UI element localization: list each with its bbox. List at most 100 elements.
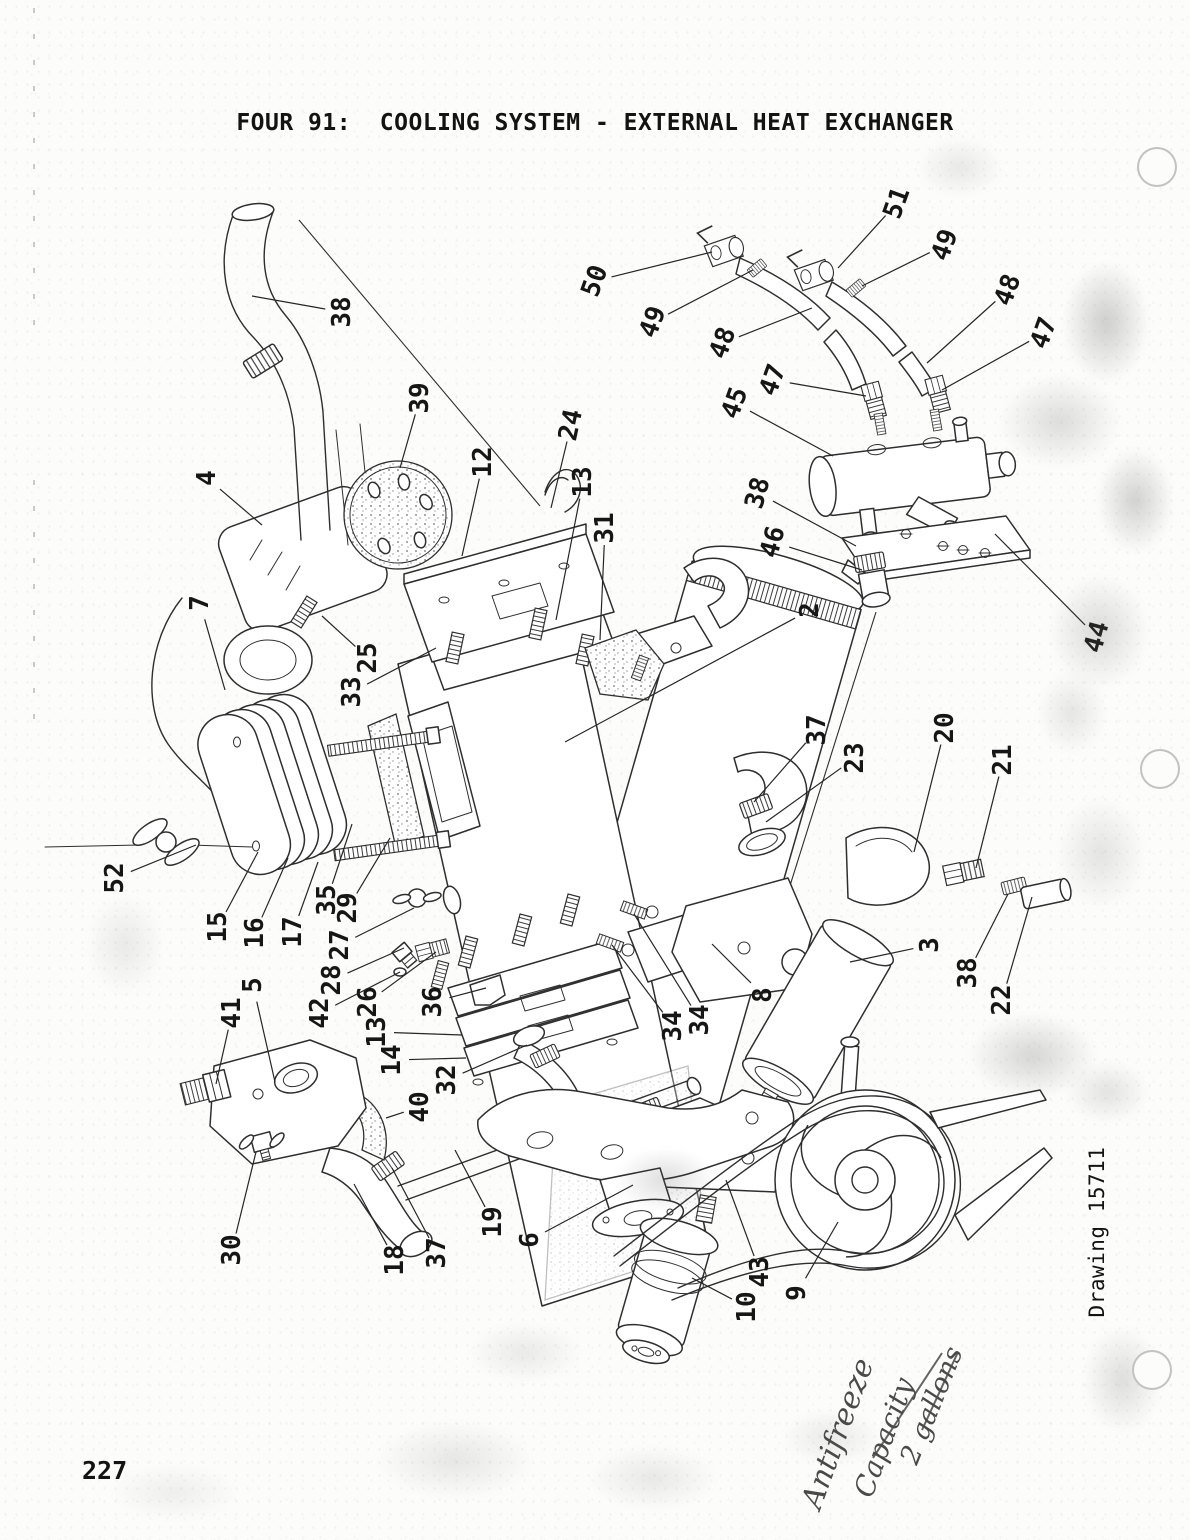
pipe-fitting <box>942 857 986 887</box>
callout-label-10: 10 <box>732 1291 762 1322</box>
callout-label-7: 7 <box>185 595 215 611</box>
callout-leader <box>765 767 842 823</box>
callout-label-15: 15 <box>203 911 233 942</box>
callout-leader <box>334 971 401 1006</box>
callout-label-34: 34 <box>685 1004 715 1035</box>
callout-label-16: 16 <box>240 917 270 948</box>
callout-label-21: 21 <box>988 744 1018 775</box>
callout-label-37: 37 <box>802 714 832 745</box>
callout-leader <box>941 340 1030 391</box>
callout-leader <box>725 1179 755 1257</box>
drain-plug <box>179 1068 232 1106</box>
callout-label-5: 5 <box>238 977 268 993</box>
callout-leader <box>235 1151 257 1234</box>
callout-label-31: 31 <box>590 512 620 543</box>
callout-leader <box>381 951 437 993</box>
callout-leader <box>130 844 197 873</box>
punch-hole <box>1140 749 1180 789</box>
callout-leader <box>789 382 867 397</box>
callout-label-49: 49 <box>634 302 673 342</box>
exhaust-assembly <box>217 202 388 695</box>
callout-leader <box>849 947 914 963</box>
drawing-number: Drawing 15711 <box>1085 1146 1109 1318</box>
callout-leader <box>215 1029 229 1085</box>
callout-leader <box>256 1001 276 1083</box>
pump-support-casting <box>477 1088 795 1238</box>
callout-label-52: 52 <box>100 862 130 893</box>
punch-hole <box>1132 1350 1172 1390</box>
callout-label-4: 4 <box>192 470 222 486</box>
callout-label-3: 3 <box>915 937 945 953</box>
callout-label-40: 40 <box>405 1091 435 1122</box>
callout-leader <box>391 1167 430 1239</box>
outlet-elbow <box>733 751 808 857</box>
vent-hose-assembly <box>695 219 952 436</box>
callout-label-26: 26 <box>353 986 383 1017</box>
callout-label-45: 45 <box>716 383 755 423</box>
callout-leader <box>354 907 415 938</box>
handwriting-strokes <box>872 1351 959 1459</box>
callout-leader <box>408 1057 467 1061</box>
callout-leader <box>975 893 1009 959</box>
callout-label-18: 18 <box>380 1244 410 1275</box>
oil-cooler-stack <box>151 597 481 876</box>
callout-leader <box>564 617 796 743</box>
callout-label-9: 9 <box>782 1285 812 1301</box>
perforated-disc <box>343 460 453 570</box>
callout-leader <box>555 498 581 621</box>
callout-leader <box>861 251 931 287</box>
callout-leader <box>772 500 857 547</box>
callout-label-37: 37 <box>422 1237 452 1268</box>
callout-label-14: 14 <box>377 1044 407 1075</box>
callout-label-46: 46 <box>754 523 791 561</box>
drive-belt <box>613 1089 1053 1301</box>
callout-leader <box>913 744 942 853</box>
callout-label-38: 38 <box>327 296 357 327</box>
punch-hole <box>1137 147 1177 187</box>
callout-label-20: 20 <box>930 712 960 743</box>
callout-leader <box>753 742 807 803</box>
callout-leader <box>461 478 480 557</box>
shutoff-valve <box>785 243 837 294</box>
callout-label-27: 27 <box>325 929 355 960</box>
callout-leader <box>356 837 391 894</box>
hose-fitting <box>860 380 888 421</box>
callout-leader <box>711 943 752 984</box>
callout-label-23: 23 <box>840 742 870 773</box>
callout-leader <box>321 615 356 647</box>
callout-label-29: 29 <box>333 892 363 923</box>
callout-leader <box>462 1044 528 1074</box>
callout-label-17: 17 <box>278 916 308 947</box>
callout-label-33: 33 <box>337 676 367 707</box>
tank-top-elbow <box>683 557 750 629</box>
callout-leader <box>611 944 664 1013</box>
callout-label-48: 48 <box>989 270 1028 310</box>
callout-label-38: 38 <box>953 957 983 988</box>
right-outlet-hose <box>845 826 1072 910</box>
callout-label-39: 39 <box>405 382 435 413</box>
small-fittings <box>391 885 462 977</box>
callout-label-22: 22 <box>987 984 1017 1015</box>
callout-label-25: 25 <box>353 642 383 673</box>
petcock <box>238 1130 285 1162</box>
callout-label-50: 50 <box>576 261 615 301</box>
callout-leader <box>738 307 813 338</box>
callout-label-51: 51 <box>878 183 917 223</box>
callout-leader <box>544 1184 634 1233</box>
callout-leader <box>789 546 863 571</box>
page-number: 227 <box>82 1456 128 1485</box>
callout-leader <box>393 1031 463 1036</box>
callout-leader <box>633 913 692 1006</box>
callout-label-49: 49 <box>926 225 965 265</box>
callout-label-47: 47 <box>754 360 793 400</box>
callout-leader <box>611 251 713 278</box>
callout-leader <box>347 947 405 974</box>
small-pipe <box>544 468 582 513</box>
callout-label-13: 13 <box>568 466 598 497</box>
callout-label-12: 12 <box>468 446 498 477</box>
callout-label-24: 24 <box>553 407 589 444</box>
callout-leader <box>691 1277 733 1300</box>
callout-label-32: 32 <box>432 1064 462 1095</box>
page-title: FOUR 91: COOLING SYSTEM - EXTERNAL HEAT … <box>236 110 954 136</box>
